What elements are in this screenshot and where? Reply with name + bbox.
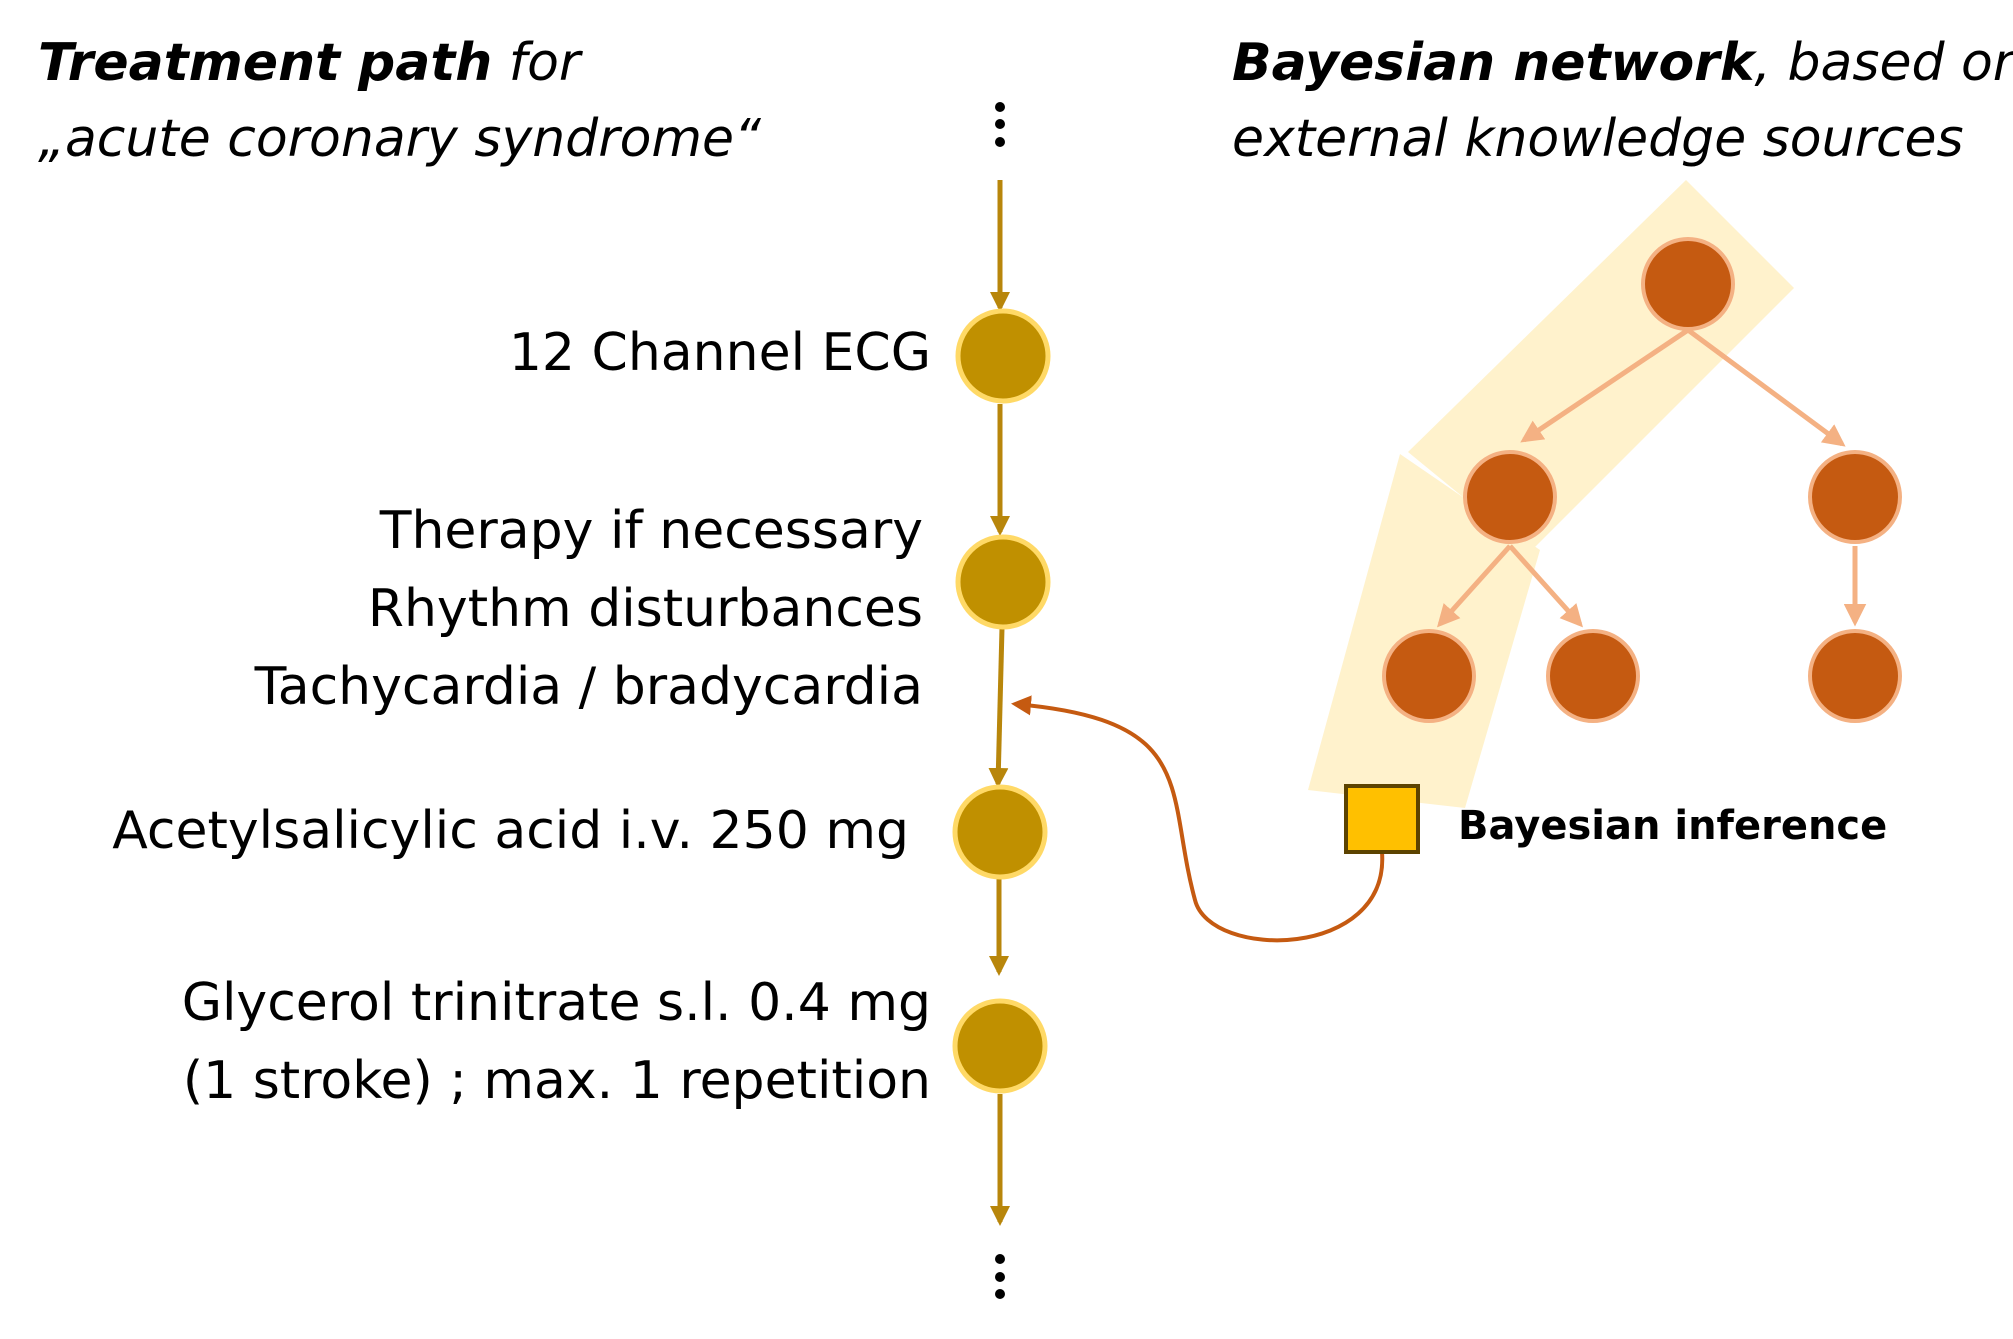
bn-node-leaf-3 <box>1808 629 1902 723</box>
step-label-line: Tachycardia / bradycardia <box>254 657 923 717</box>
bn-edge-root-left <box>1520 327 1690 443</box>
ellipsis-bottom <box>995 1254 1005 1299</box>
inference-box <box>1344 784 1420 854</box>
bayesian-network-title: Bayesian network, based on <box>1232 24 2013 102</box>
treatment-path-title-rest: for <box>492 33 581 93</box>
step-label-line: Glycerol trinitrate s.l. 0.4 mg <box>181 973 931 1033</box>
treatment-path-edges <box>988 180 1010 1226</box>
bayesian-network-title-rest: , based on <box>1754 33 2013 93</box>
path-node-therapy <box>955 534 1051 630</box>
step-label-line: 12 Channel ECG <box>508 323 931 383</box>
inference-curve <box>1011 695 1385 943</box>
bn-edge-left-lr <box>1508 544 1584 628</box>
step-label-glycerol: Glycerol trinitrate s.l. 0.4 mg (1 strok… <box>182 964 931 1120</box>
step-label-therapy: Therapy if necessary Rhythm disturbances… <box>255 492 923 726</box>
treatment-path-title-bold: Treatment path <box>38 33 493 93</box>
bn-node-leaf-2 <box>1546 629 1640 723</box>
bn-edge-left-ll <box>1436 544 1512 628</box>
path-node-ecg <box>955 308 1051 404</box>
ellipsis-top <box>995 102 1005 147</box>
step-label-line: Acetylsalicylic acid i.v. 250 mg <box>112 801 909 861</box>
bn-node-root <box>1641 237 1735 331</box>
step-label-line: Therapy if necessary <box>379 501 923 561</box>
step-label-ecg: 12 Channel ECG <box>509 314 931 392</box>
treatment-path-title: Treatment path for <box>38 24 580 102</box>
bn-node-leaf-1 <box>1382 629 1476 723</box>
path-edge-2 <box>988 627 1009 788</box>
bn-node-left <box>1463 450 1557 544</box>
bn-edges <box>1436 327 1867 628</box>
step-label-line: Rhythm disturbances <box>367 579 923 639</box>
treatment-path-subtitle: „acute coronary syndrome“ <box>38 109 761 169</box>
bn-edge-root-right <box>1686 327 1846 447</box>
bayesian-inference-label: Bayesian inference <box>1458 803 1888 849</box>
bayesian-network-title-bold: Bayesian network <box>1232 33 1755 93</box>
step-label-acetylsalicylic: Acetylsalicylic acid i.v. 250 mg <box>112 792 909 870</box>
path-node-glycerol <box>952 998 1048 1094</box>
bn-node-right <box>1808 450 1902 544</box>
bayesian-network-subtitle: external knowledge sources <box>1232 109 1964 169</box>
step-label-line: (1 stroke) ; max. 1 repetition <box>182 1051 931 1111</box>
path-node-acetylsalicylic <box>952 784 1048 880</box>
